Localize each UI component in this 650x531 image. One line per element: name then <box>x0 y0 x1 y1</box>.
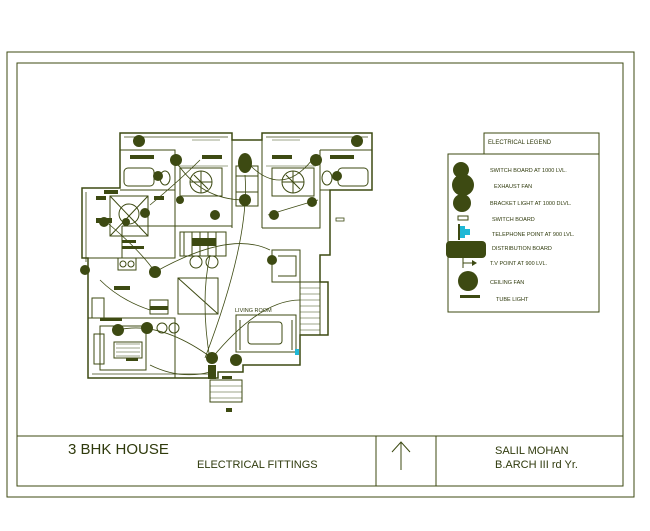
author-name: SALIL MOHAN <box>495 445 569 457</box>
legend-item-label: T.V POINT AT 900 LVL. <box>490 261 548 267</box>
ceiling-fan-icon <box>458 271 478 291</box>
legend-title: ELECTRICAL LEGEND <box>488 140 552 146</box>
legend-item-label: SWITCH BOARD AT 1000 LVL. <box>490 168 567 174</box>
legend-item-label: DISTRIBUTION BOARD <box>492 246 552 252</box>
legend-item-label: TUBE LIGHT <box>496 297 529 303</box>
distribution-board-icon <box>446 241 486 258</box>
legend-box <box>447 153 600 313</box>
legend-item-label: BRACKET LIGHT AT 1000 DLVL. <box>490 201 572 207</box>
project-title: 3 BHK HOUSE <box>68 441 169 458</box>
small-switch-board-icon <box>457 215 469 221</box>
drawing-title: ELECTRICAL FITTINGS <box>197 459 318 471</box>
legend-item-label: CEILING FAN <box>490 280 524 286</box>
legend-item-label: TELEPHONE POINT AT 900 LVL. <box>492 232 575 238</box>
switch-board-icon <box>453 162 469 178</box>
legend-item-label: SWITCH BOARD <box>492 217 535 223</box>
tv-point-icon <box>462 257 477 268</box>
title-block: 3 BHK HOUSE ELECTRICAL FITTINGS SALIL MO… <box>17 435 623 486</box>
fixture-symbols <box>80 135 363 412</box>
legend: ELECTRICAL LEGEND SWITCH BOARD AT 1000 L… <box>446 132 600 313</box>
course-name: B.ARCH III rd Yr. <box>495 459 578 471</box>
inner-border <box>16 62 624 487</box>
floor-plan: LIVING ROOM <box>80 132 373 412</box>
telephone-point-icon <box>458 224 470 240</box>
exhaust-fan-icon <box>452 174 474 196</box>
legend-item-label: EXHAUST FAN <box>494 184 532 190</box>
outer-border <box>6 51 635 498</box>
north-arrow-icon <box>391 441 411 470</box>
tube-light-icon <box>460 295 480 298</box>
bracket-light-icon <box>453 194 471 212</box>
telephone-point-marker <box>295 349 299 355</box>
living-room-label: LIVING ROOM <box>235 308 272 314</box>
